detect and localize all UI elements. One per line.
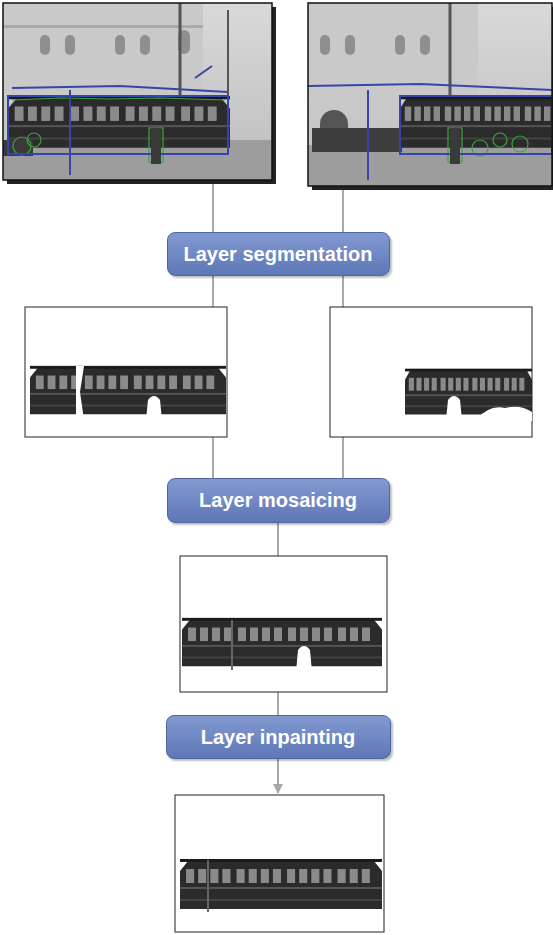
box-label: Layer mosaicing: [199, 489, 357, 512]
process-box: Layer mosaicing: [167, 478, 390, 523]
layer-image: [175, 795, 384, 932]
process-box: Layer inpainting: [166, 715, 391, 759]
video-frame: [308, 3, 553, 190]
box-label: Layer segmentation: [184, 243, 373, 266]
layer-image: [180, 556, 387, 692]
layer-image: [330, 307, 532, 437]
process-box: Layer segmentation: [167, 232, 390, 276]
box-label: Layer inpainting: [201, 726, 355, 749]
video-frame: [3, 3, 276, 184]
layer-image: [25, 307, 227, 437]
